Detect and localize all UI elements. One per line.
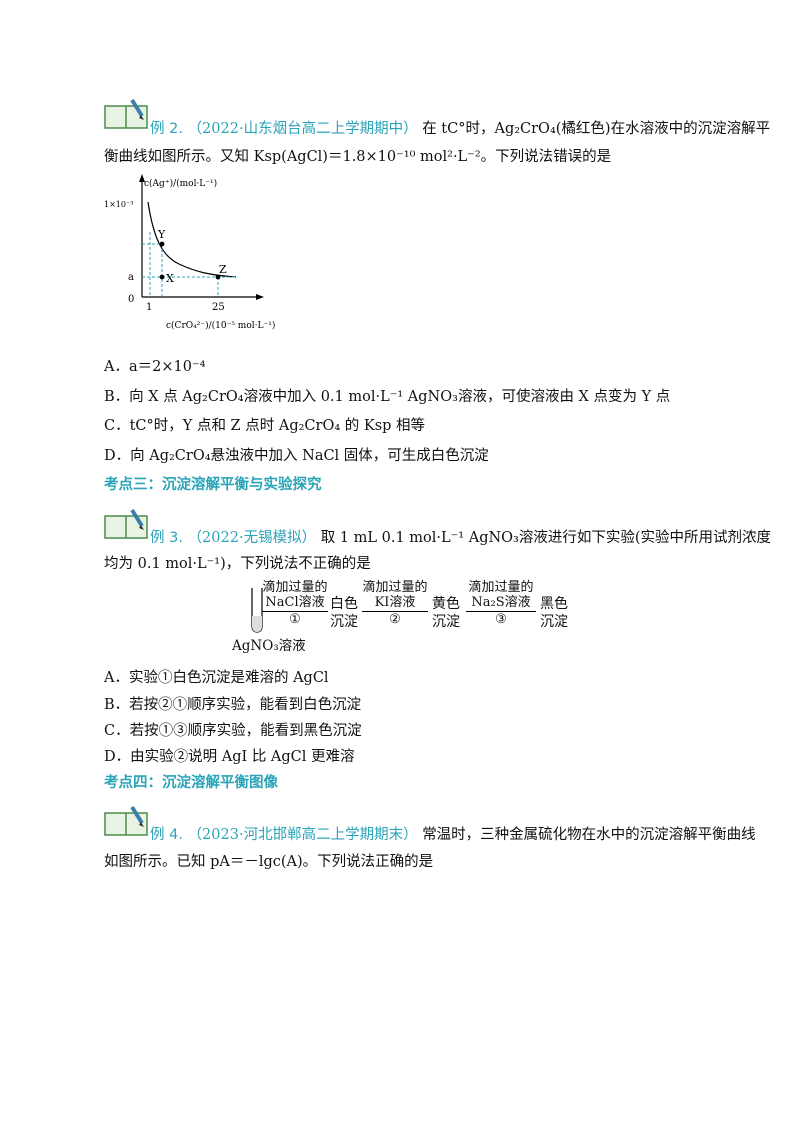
step-3: 滴加过量的 Na₂S溶液 ③ [466, 580, 536, 627]
x-axis-label: c(CrO₄²⁻)/(10⁻⁵ mol·L⁻¹) [166, 320, 275, 331]
example-3-option-a: A．实验①白色沉淀是难溶的 AgCl [104, 670, 329, 686]
product-3-a: 黑色 [540, 596, 568, 612]
solubility-curve-chart: Y X Z c(Ag⁺)/(mol·L⁻¹) 1×10⁻³ a 0 1 25 c… [104, 174, 275, 331]
x-tick-25: 25 [212, 302, 225, 313]
example-4-header: 例 4. （2023·河北邯郸高二上学期期末） 常温时，三种金属硫化物在水中的沉… [150, 824, 756, 846]
example-2-option-d: D．向 Ag₂CrO₄悬浊液中加入 NaCl 固体，可生成白色沉淀 [104, 448, 489, 464]
book-pencil-icon [104, 805, 148, 836]
product-3: 黑色 沉淀 [540, 595, 568, 631]
step-3-num: ③ [495, 612, 507, 627]
example-4-stem-a: 常温时，三种金属硫化物在水中的沉淀溶解平衡曲线 [422, 827, 756, 843]
example-3-option-b: B．若按②①顺序实验，能看到白色沉淀 [104, 697, 362, 713]
example-3-label: 例 3. [150, 530, 183, 546]
step-3-arrow [466, 611, 536, 612]
step-3-reagent: Na₂S溶液 [471, 595, 531, 610]
example-3-stem-a: 取 1 mL 0.1 mol·L⁻¹ AgNO₃溶液进行如下实验(实验中所用试剂… [320, 530, 772, 546]
example-2-stem-a: 在 tC°时，Ag₂CrO₄(橘红色)在水溶液中的沉淀溶解平 [422, 121, 771, 137]
y-tick-1e-3: 1×10⁻³ [104, 200, 133, 209]
example-4-stem-b: 如图所示。已知 pA＝－lgc(A)。下列说法正确的是 [104, 854, 434, 870]
example-3-header: 例 3. （2022·无锡模拟） 取 1 mL 0.1 mol·L⁻¹ AgNO… [150, 527, 771, 549]
product-2-b: 沉淀 [432, 614, 460, 630]
y-tick-a: a [128, 272, 134, 283]
example-2-stem-b: 衡曲线如图所示。又知 Ksp(AgCl)＝1.8×10⁻¹⁰ mol²·L⁻²。… [104, 149, 612, 165]
point-x-label: X [166, 272, 174, 285]
section-4-heading: 考点四：沉淀溶解平衡图像 [104, 775, 278, 791]
example-4-label: 例 4. [150, 827, 183, 843]
example-2-option-a: A．a＝2×10⁻⁴ [104, 359, 206, 375]
section-3-heading: 考点三：沉淀溶解平衡与实验探究 [104, 477, 322, 493]
step-1: 滴加过量的 NaCl溶液 ① [262, 580, 328, 627]
product-1-a: 白色 [330, 596, 358, 612]
y-tick-0: 0 [128, 294, 134, 305]
point-x [159, 274, 165, 280]
step-2-arrow [362, 611, 428, 612]
book-pencil-icon [104, 98, 148, 129]
step-3-top: 滴加过量的 [468, 580, 534, 595]
example-2-source: （2022·山东烟台高二上学期期中） [187, 121, 418, 137]
example-2-option-b: B．向 X 点 Ag₂CrO₄溶液中加入 0.1 mol·L⁻¹ AgNO₃溶液… [104, 389, 671, 405]
tube-label: AgNO₃溶液 [232, 638, 306, 654]
step-2: 滴加过量的 KI溶液 ② [362, 580, 428, 627]
example-2-header: 例 2. （2022·山东烟台高二上学期期中） 在 tC°时，Ag₂CrO₄(橘… [150, 118, 770, 140]
equilibrium-curve [147, 201, 237, 278]
book-pencil-icon [104, 508, 148, 539]
step-1-top: 滴加过量的 [262, 580, 328, 595]
example-3-option-d: D．由实验②说明 AgI 比 AgCl 更难溶 [104, 749, 355, 765]
point-z-label: Z [219, 263, 227, 276]
example-3-stem-b: 均为 0.1 mol·L⁻¹)，下列说法不正确的是 [104, 556, 371, 572]
product-1-b: 沉淀 [330, 614, 358, 630]
step-2-reagent: KI溶液 [374, 595, 416, 610]
x-tick-1: 1 [146, 302, 152, 313]
example-3-option-c: C．若按①③顺序实验，能看到黑色沉淀 [104, 723, 362, 739]
y-axis-label: c(Ag⁺)/(mol·L⁻¹) [144, 178, 217, 189]
step-2-num: ② [389, 612, 401, 627]
step-2-top: 滴加过量的 [362, 580, 428, 595]
step-1-num: ① [289, 612, 301, 627]
product-2-a: 黄色 [432, 596, 460, 612]
product-1: 白色 沉淀 [330, 595, 358, 631]
test-tube-icon [251, 588, 263, 633]
product-3-b: 沉淀 [540, 614, 568, 630]
example-2-option-c: C．tC°时，Y 点和 Z 点时 Ag₂CrO₄ 的 Ksp 相等 [104, 418, 426, 434]
point-z [215, 274, 221, 280]
product-2: 黄色 沉淀 [432, 595, 460, 631]
example-4-source: （2023·河北邯郸高二上学期期末） [187, 827, 418, 843]
point-y-label: Y [157, 228, 166, 241]
step-1-arrow [262, 611, 328, 612]
example-2-label: 例 2. [150, 121, 183, 137]
example-3-source: （2022·无锡模拟） [187, 530, 317, 546]
point-y [159, 241, 165, 247]
step-1-reagent: NaCl溶液 [265, 595, 325, 610]
y-axis-arrow [139, 174, 145, 182]
x-axis-arrow [256, 294, 264, 300]
